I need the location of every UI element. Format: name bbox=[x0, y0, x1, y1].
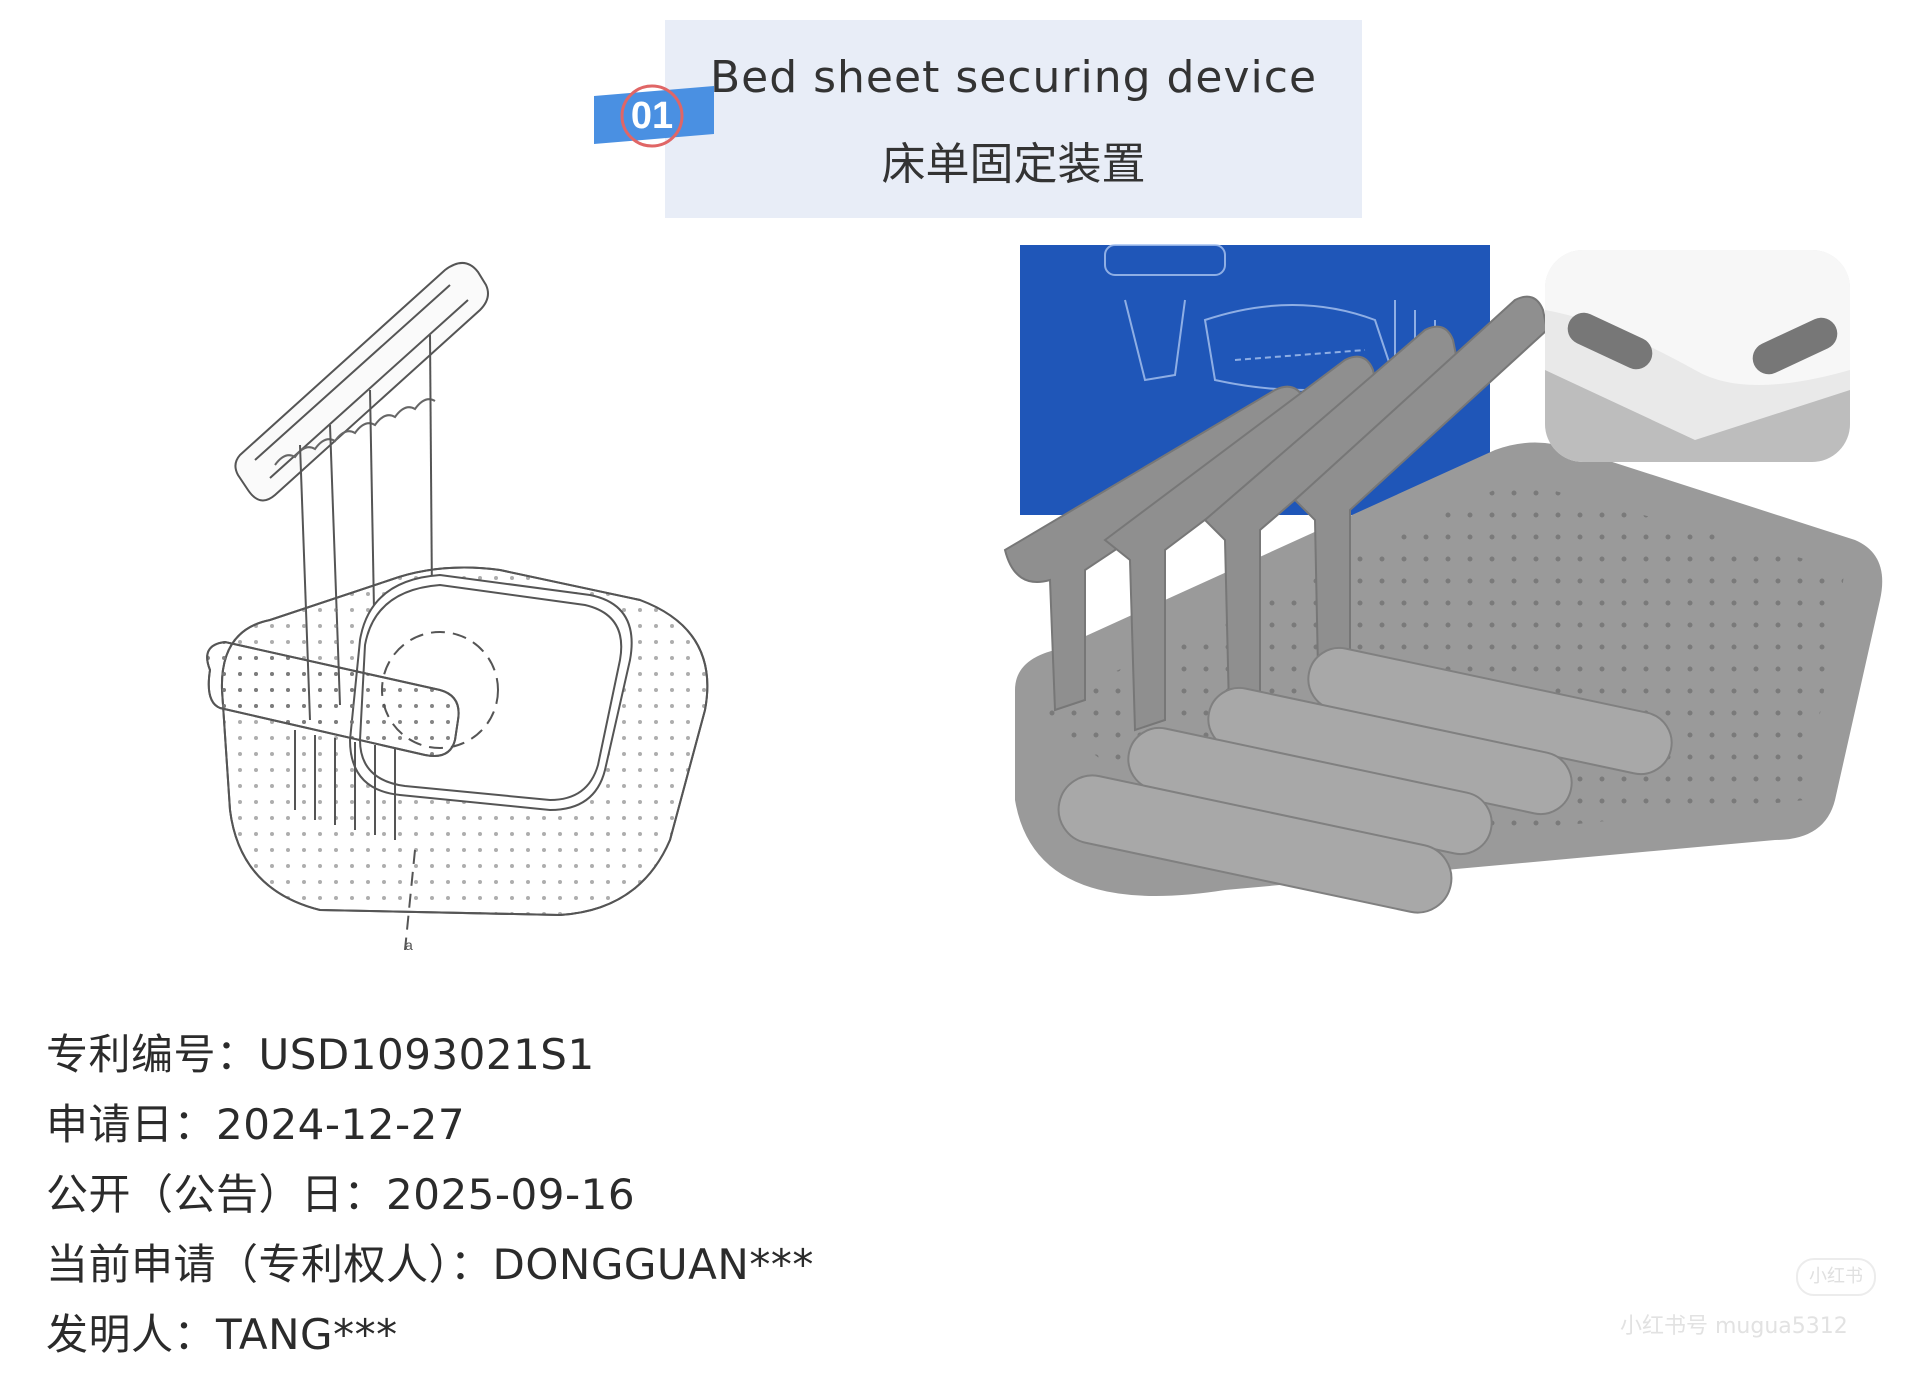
inventor-line: 发明人：TANG*** bbox=[46, 1300, 814, 1370]
assignee-line: 当前申请（专利权人）：DONGGUAN*** bbox=[46, 1230, 814, 1300]
title-chinese: 床单固定装置 bbox=[881, 139, 1146, 190]
patent-line-drawing: a bbox=[206, 262, 709, 950]
info-value: 2024-12-27 bbox=[216, 1100, 466, 1149]
header-panel bbox=[665, 20, 1362, 218]
info-label: 专利编号： bbox=[46, 1030, 259, 1079]
info-value: USD1093021S1 bbox=[258, 1030, 595, 1079]
detail-inset-photo bbox=[1545, 250, 1850, 462]
info-label: 发明人： bbox=[46, 1310, 217, 1359]
info-label: 当前申请（专利权人）： bbox=[46, 1240, 493, 1289]
info-value: TANG*** bbox=[216, 1310, 398, 1359]
info-label: 公开（公告）日： bbox=[46, 1170, 387, 1219]
watermark-logo: 小红书 bbox=[1796, 1258, 1876, 1296]
info-value: 2025-09-16 bbox=[386, 1170, 636, 1219]
product-photo bbox=[1003, 244, 1883, 914]
watermark-text: 小红书号 mugua5312 bbox=[1620, 1314, 1848, 1339]
patent-info: 专利编号：USD1093021S1 申请日：2024-12-27 公开（公告）日… bbox=[46, 1020, 814, 1370]
application-date-line: 申请日：2024-12-27 bbox=[46, 1090, 814, 1160]
badge-number: 01 bbox=[631, 95, 673, 137]
number-badge: 01 bbox=[594, 84, 714, 148]
info-value: DONGGUAN*** bbox=[492, 1240, 814, 1289]
info-label: 申请日： bbox=[46, 1100, 217, 1149]
reference-numeral: a bbox=[405, 937, 413, 950]
title-english: Bed sheet securing device bbox=[709, 52, 1318, 103]
publication-date-line: 公开（公告）日：2025-09-16 bbox=[46, 1160, 814, 1230]
patent-number-line: 专利编号：USD1093021S1 bbox=[46, 1020, 814, 1090]
